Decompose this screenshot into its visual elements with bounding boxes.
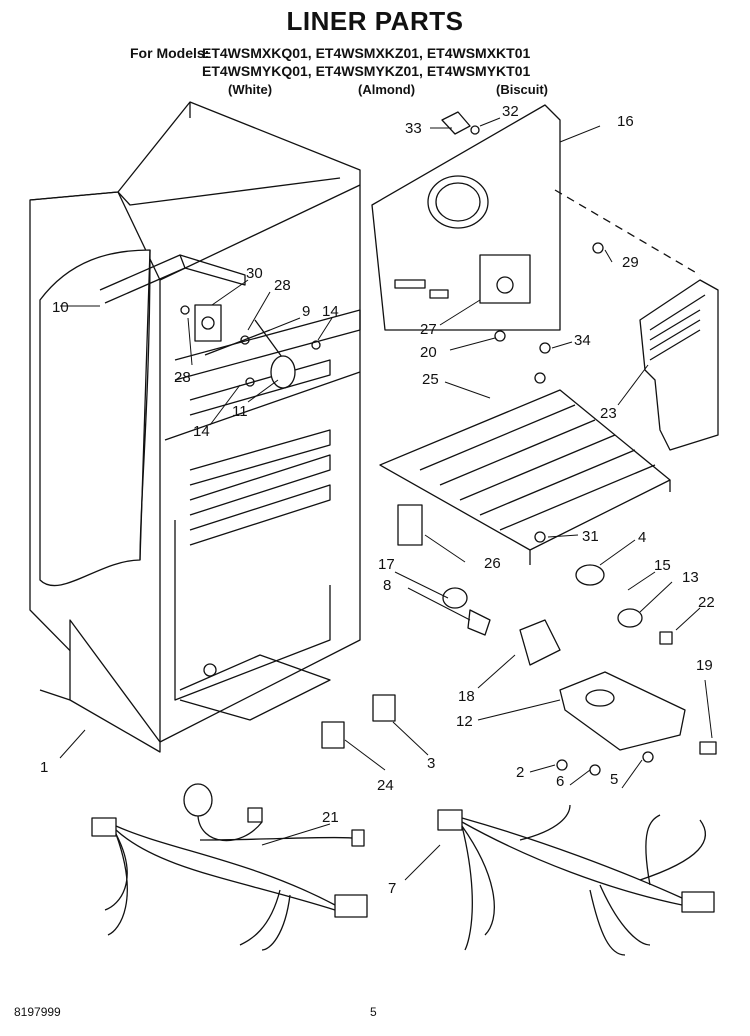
color-white: (White) <box>228 82 273 97</box>
page-title: LINER PARTS <box>286 6 464 36</box>
callout-29: 29 <box>622 254 639 271</box>
rear-panel <box>371 104 561 331</box>
callout-4: 4 <box>638 529 646 546</box>
doc-number: 8197999 <box>14 1005 61 1019</box>
callout-25: 25 <box>422 371 439 388</box>
control-housing <box>559 671 686 751</box>
callout-6: 6 <box>556 773 564 790</box>
damper-control <box>321 721 345 749</box>
evaporator-cover <box>379 372 671 565</box>
callout-13: 13 <box>682 569 699 586</box>
light-socket <box>467 609 491 636</box>
light-switch <box>699 741 717 755</box>
callout-18: 18 <box>458 688 475 705</box>
color-almond: (Almond) <box>358 82 416 97</box>
relay <box>372 694 396 722</box>
callout-3: 3 <box>427 755 435 772</box>
thermostat <box>617 608 643 628</box>
models-row-2: ET4WSMYKQ01, ET4WSMYKZ01, ET4WSMYKT01 <box>202 63 531 79</box>
callout-8: 8 <box>383 577 391 594</box>
light-bulb <box>442 587 468 609</box>
callout-26: 26 <box>484 555 501 572</box>
air-duct <box>639 279 719 451</box>
callout-19: 19 <box>696 657 713 674</box>
callout-1: 1 <box>40 759 48 776</box>
screw-6 <box>589 764 601 776</box>
callout-14a: 14 <box>193 423 210 440</box>
screw-34 <box>539 342 551 354</box>
color-biscuit: (Biscuit) <box>496 82 548 97</box>
callout-27: 27 <box>420 321 437 338</box>
callout-23: 23 <box>600 405 617 422</box>
callout-12: 12 <box>456 713 473 730</box>
callout-15: 15 <box>654 557 671 574</box>
callout-17: 17 <box>378 556 395 573</box>
callout-14b: 14 <box>322 303 339 320</box>
wire-harness-21 <box>91 783 368 951</box>
callout-28a: 28 <box>274 277 291 294</box>
models-row-1: ET4WSMXKQ01, ET4WSMXKZ01, ET4WSMXKT01 <box>202 45 531 61</box>
callout-31: 31 <box>582 528 599 545</box>
callout-33: 33 <box>405 120 422 137</box>
callout-21: 21 <box>322 809 339 826</box>
callout-32: 32 <box>502 103 519 120</box>
defrost-timer <box>397 504 423 546</box>
callout-28b: 28 <box>174 369 191 386</box>
callout-20: 20 <box>420 344 437 361</box>
screw-29 <box>592 242 604 254</box>
screw-31 <box>534 531 546 543</box>
callout-9: 9 <box>302 303 310 320</box>
control-knob <box>575 564 605 586</box>
models-label: For Models: <box>130 45 210 61</box>
page-number: 5 <box>370 1005 377 1019</box>
switch <box>659 631 673 645</box>
wire-harness-7 <box>437 804 715 956</box>
callout-34: 34 <box>574 332 591 349</box>
callout-22: 22 <box>698 594 715 611</box>
callout-30: 30 <box>246 265 263 282</box>
callout-16: 16 <box>617 113 634 130</box>
callout-5: 5 <box>610 771 618 788</box>
callout-7: 7 <box>388 880 396 897</box>
screw-20 <box>494 330 506 342</box>
callout-24: 24 <box>377 777 394 794</box>
callout-10: 10 <box>52 299 69 316</box>
screw-2 <box>556 759 568 771</box>
callout-2: 2 <box>516 764 524 781</box>
callout-11: 11 <box>232 403 248 420</box>
screw-5 <box>642 751 654 763</box>
light-shield <box>519 619 561 666</box>
model-list: For Models:ET4WSMXKQ01, ET4WSMXKZ01, ET4… <box>130 44 530 80</box>
liner-cabinet <box>29 101 361 753</box>
